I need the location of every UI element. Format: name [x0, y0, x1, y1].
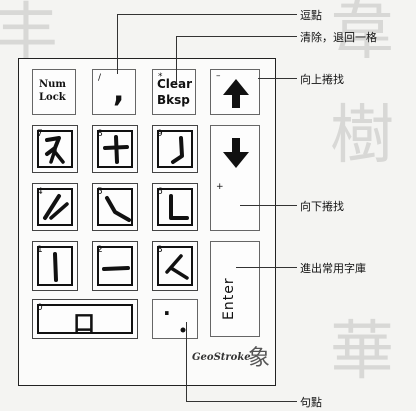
background-glyph: 丰: [0, 0, 58, 71]
stroke-key-2[interactable]: 2: [92, 241, 138, 291]
background-glyph: 華: [330, 315, 394, 389]
clear-label-line2: Bksp: [157, 93, 190, 107]
key-number: 4: [37, 187, 43, 197]
period-key[interactable]: .: [152, 296, 198, 339]
background-glyph: 韋: [330, 0, 394, 69]
minus-label: –: [216, 71, 221, 81]
leader-clear-horizontal: [176, 36, 297, 37]
slash-label: /: [98, 73, 102, 83]
stroke-glyph-6: [169, 194, 189, 220]
leader-clear-vertical: [176, 36, 177, 82]
callout-comma: 逗點: [300, 9, 322, 22]
stroke-key-4[interactable]: 4: [32, 183, 78, 231]
stroke-key-3[interactable]: 3: [152, 241, 198, 291]
logo-mark: 象: [248, 346, 271, 371]
period-glyph: .: [163, 296, 171, 320]
callout-period: 句點: [300, 396, 322, 409]
stroke-glyph-3: [165, 254, 189, 280]
key-number: 5: [97, 187, 103, 197]
stroke-key-5[interactable]: 5: [92, 183, 138, 231]
enter-label: Enter: [221, 277, 237, 320]
stroke-key-7[interactable]: 7: [32, 125, 78, 173]
key-number: 8: [97, 129, 103, 139]
stroke-glyph-2: [102, 266, 130, 271]
key-number: 2: [97, 245, 103, 255]
clear-key[interactable]: * Clear Bksp: [152, 69, 196, 115]
stroke-glyph-8: [103, 135, 129, 164]
dot-icon: [180, 327, 186, 333]
leader-enter: [236, 267, 297, 268]
stroke-key-6[interactable]: 6: [152, 183, 198, 231]
arrow-up-icon: [223, 79, 249, 108]
geostroke-logo: GeoStroke: [192, 352, 251, 363]
key-number: 3: [157, 245, 163, 255]
leader-down: [240, 205, 297, 206]
zero-glyph: 口: [73, 312, 96, 337]
leader-comma-vertical: [117, 14, 118, 74]
callout-up: 向上捲找: [300, 73, 344, 86]
plus-label: +: [216, 182, 224, 192]
numlock-label-line1: Num: [39, 79, 66, 90]
key-number: 0: [37, 303, 43, 313]
keypad: Num Lock / , * Clear Bksp – 7: [18, 58, 276, 386]
zero-key[interactable]: 0 口: [32, 299, 138, 339]
key-number: 7: [37, 129, 43, 139]
leader-period-vertical: [186, 322, 187, 402]
comma-glyph: ,: [113, 74, 125, 109]
stroke-glyph-9: [171, 136, 184, 164]
callout-down: 向下捲找: [300, 200, 344, 213]
scroll-up-key[interactable]: –: [210, 69, 260, 115]
numlock-label-line2: Lock: [39, 92, 66, 103]
arrow-down-icon: [223, 138, 249, 168]
clear-label-line1: Clear: [157, 77, 193, 91]
key-number: 6: [157, 187, 163, 197]
stroke-key-1[interactable]: 1: [32, 241, 78, 291]
key-number: 9: [157, 129, 163, 139]
stroke-glyph-1: [53, 252, 58, 282]
background-glyph: 樹: [330, 99, 394, 173]
leader-comma-horizontal: [117, 14, 297, 15]
stroke-key-8[interactable]: 8: [92, 125, 138, 173]
star-label: *: [158, 72, 163, 82]
leader-period-horizontal: [186, 401, 297, 402]
numlock-key[interactable]: Num Lock: [32, 69, 76, 115]
key-number: 1: [37, 245, 43, 255]
stroke-glyph-4: [43, 194, 69, 220]
stroke-glyph-5: [105, 196, 131, 222]
scroll-down-key[interactable]: +: [210, 125, 260, 231]
stroke-key-9[interactable]: 9: [152, 125, 198, 173]
enter-key[interactable]: Enter: [210, 241, 260, 337]
callout-clear: 清除，退回一格: [300, 31, 377, 44]
leader-up: [258, 78, 297, 79]
comma-key[interactable]: / ,: [92, 69, 136, 115]
stroke-glyph-7: [45, 136, 65, 164]
callout-enter: 進出常用字庫: [300, 262, 366, 275]
